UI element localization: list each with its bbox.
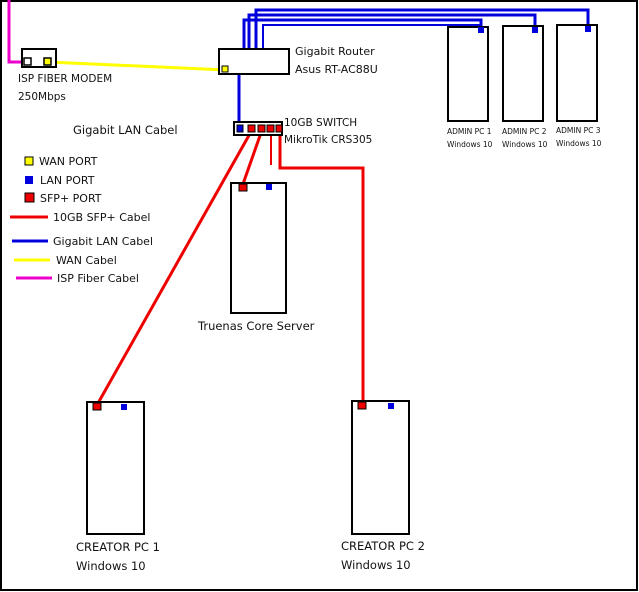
server-label: Truenas Core Server — [197, 319, 315, 333]
creator-pc-1-sfp-port — [92, 402, 102, 411]
creator-pc-1-lan-port — [121, 404, 127, 410]
legend-fiber-cable-label: ISP Fiber Cabel — [57, 272, 139, 285]
sfp-cable-creator-2 — [278, 130, 365, 404]
router-wan-port — [221, 65, 229, 73]
legend-wan-port-swatch — [24, 156, 34, 166]
lan-cable-admin-2 — [247, 13, 537, 70]
switch-sfp-port-1 — [247, 124, 256, 133]
router-box — [218, 48, 290, 75]
admin-pc-3-os: Windows 10 — [556, 139, 602, 148]
wan-cable — [47, 60, 227, 72]
legend-sfp-cable-label: 10GB SFP+ Cabel — [53, 211, 150, 224]
router-label: Gigabit Router — [295, 45, 375, 58]
modem-label: ISP FIBER MODEM — [18, 73, 112, 85]
admin-pc-1-box — [447, 26, 489, 122]
switch-sfp-port-2 — [257, 124, 266, 133]
admin-pc-2-box — [502, 25, 544, 122]
switch-model-label: MikroTik CRS305 — [284, 134, 372, 146]
server-sfp-port — [238, 183, 248, 192]
admin-pc-2-name: ADMIN PC 2 — [502, 127, 547, 136]
modem-wan-port — [43, 57, 52, 66]
creator-pc-2-name: CREATOR PC 2 — [341, 539, 425, 553]
sfp-cable-creator-1 — [95, 129, 254, 406]
lan-cable-admin-3 — [254, 8, 590, 70]
switch-label: 10GB SWITCH — [284, 117, 357, 129]
admin-pc-1-lan-port — [478, 27, 484, 33]
creator-pc-2-os: Windows 10 — [341, 558, 411, 572]
admin-pc-1-os: Windows 10 — [447, 140, 493, 149]
switch-sfp-port-3 — [266, 124, 275, 133]
creator-pc-2-box — [351, 400, 410, 535]
admin-pc-2-os: Windows 10 — [502, 140, 548, 149]
modem-fiber-port — [23, 57, 32, 66]
legend-lan-port-label: LAN PORT — [40, 174, 95, 187]
router-model-label: Asus RT-AC88U — [295, 63, 378, 76]
creator-pc-2-lan-port — [388, 403, 394, 409]
legend-sfp-port-label: SFP+ PORT — [40, 192, 102, 205]
switch-lan-port — [236, 124, 244, 133]
admin-pc-2-lan-port — [532, 27, 538, 33]
modem-speed-label: 250Mbps — [18, 91, 66, 103]
admin-pc-3-lan-port — [585, 26, 591, 32]
legend-wan-port-label: WAN PORT — [39, 155, 98, 168]
creator-pc-1-name: CREATOR PC 1 — [76, 540, 160, 554]
lan-cable-label: Gigabit LAN Cabel — [73, 123, 178, 137]
creator-pc-1-os: Windows 10 — [76, 559, 146, 573]
legend-wan-cable-label: WAN Cabel — [56, 254, 117, 267]
lan-cable-admin-1 — [242, 18, 483, 70]
server-box — [230, 182, 287, 314]
creator-pc-1-box — [86, 401, 145, 535]
admin-pc-3-name: ADMIN PC 3 — [556, 126, 601, 135]
legend-lan-cable-label: Gigabit LAN Cabel — [53, 235, 153, 248]
legend-sfp-port-swatch — [24, 192, 35, 203]
creator-pc-2-sfp-port — [357, 401, 367, 410]
sfp-cable-server — [241, 129, 264, 185]
admin-pc-3-box — [556, 24, 598, 122]
switch-sfp-port-4 — [275, 124, 283, 133]
server-lan-port — [266, 184, 272, 190]
admin-pc-1-name: ADMIN PC 1 — [447, 127, 492, 136]
legend-lan-port-swatch — [25, 176, 33, 184]
